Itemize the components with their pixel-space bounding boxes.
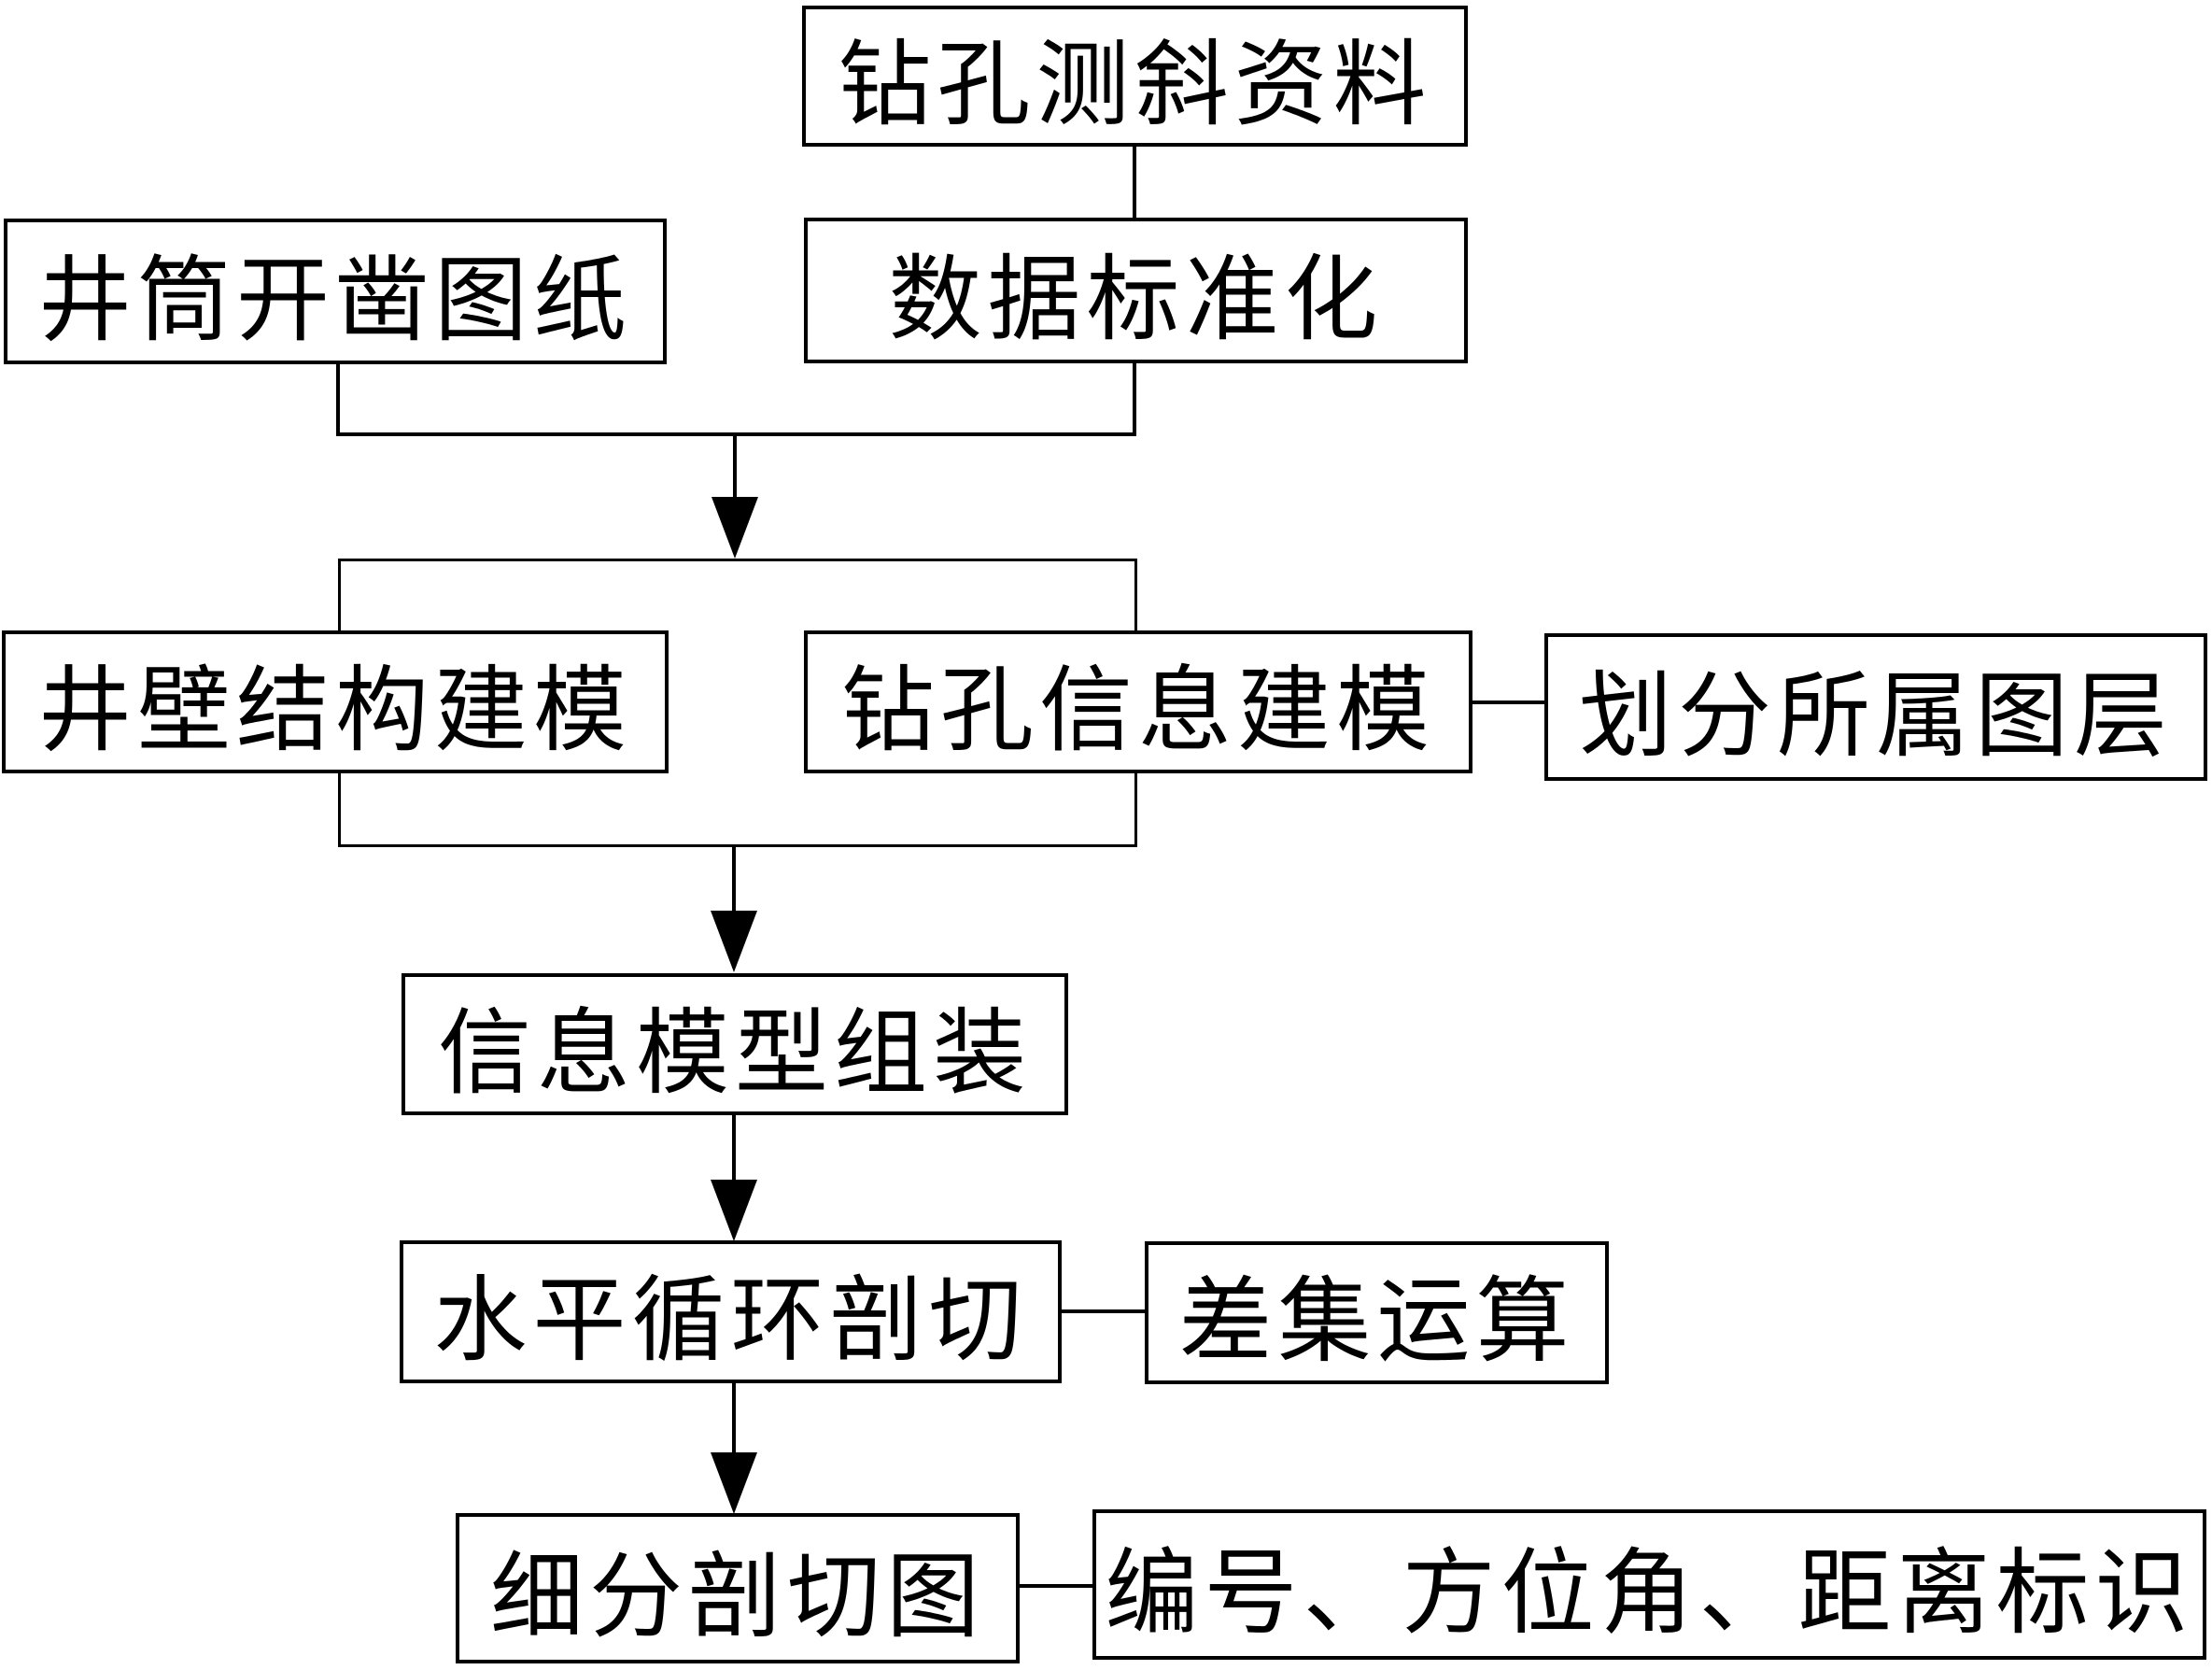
node-horizontal-cyclic-sectioning: 水平循环剖切: [400, 1240, 1062, 1383]
node-borehole-info-modeling: 钻孔信息建模: [804, 630, 1472, 773]
node-subdivided-section-drawing: 细分剖切图: [456, 1513, 1020, 1663]
connector-survey-to-standardization: [1133, 147, 1136, 219]
connector-borehole-to-layer: [1472, 701, 1545, 704]
connector-subdivided-to-labeling: [1020, 1584, 1092, 1588]
connector-assembly-to-sectioning: [732, 1115, 736, 1182]
connector-drawings-down: [336, 364, 340, 436]
arrow-head-down-1: [712, 497, 758, 559]
node-layer-assignment: 划分所属图层: [1544, 633, 2207, 781]
arrow-head-down-3: [711, 1180, 757, 1241]
connector-sectioning-to-difference: [1062, 1309, 1145, 1313]
connector-sectioning-to-subdivided: [732, 1383, 736, 1454]
node-data-standardization: 数据标准化: [804, 218, 1468, 363]
node-borehole-survey-data: 钻孔测斜资料: [802, 6, 1468, 147]
node-id-azimuth-distance-labeling: 编号、方位角、距离标识: [1092, 1509, 2206, 1660]
node-difference-operation: 差集运算: [1145, 1241, 1609, 1384]
connector-standardization-down: [1133, 363, 1136, 436]
connector-modeling-to-assembly: [732, 847, 736, 913]
node-shaft-excavation-drawings: 井筒开凿图纸: [4, 219, 667, 364]
connector-merge-to-modeling: [733, 434, 737, 500]
arrow-head-down-4: [711, 1452, 757, 1514]
node-info-model-assembly: 信息模型组装: [402, 973, 1068, 1115]
node-shaft-wall-structure-modeling: 井壁结构建模: [2, 630, 669, 773]
arrow-head-down-2: [711, 911, 757, 972]
